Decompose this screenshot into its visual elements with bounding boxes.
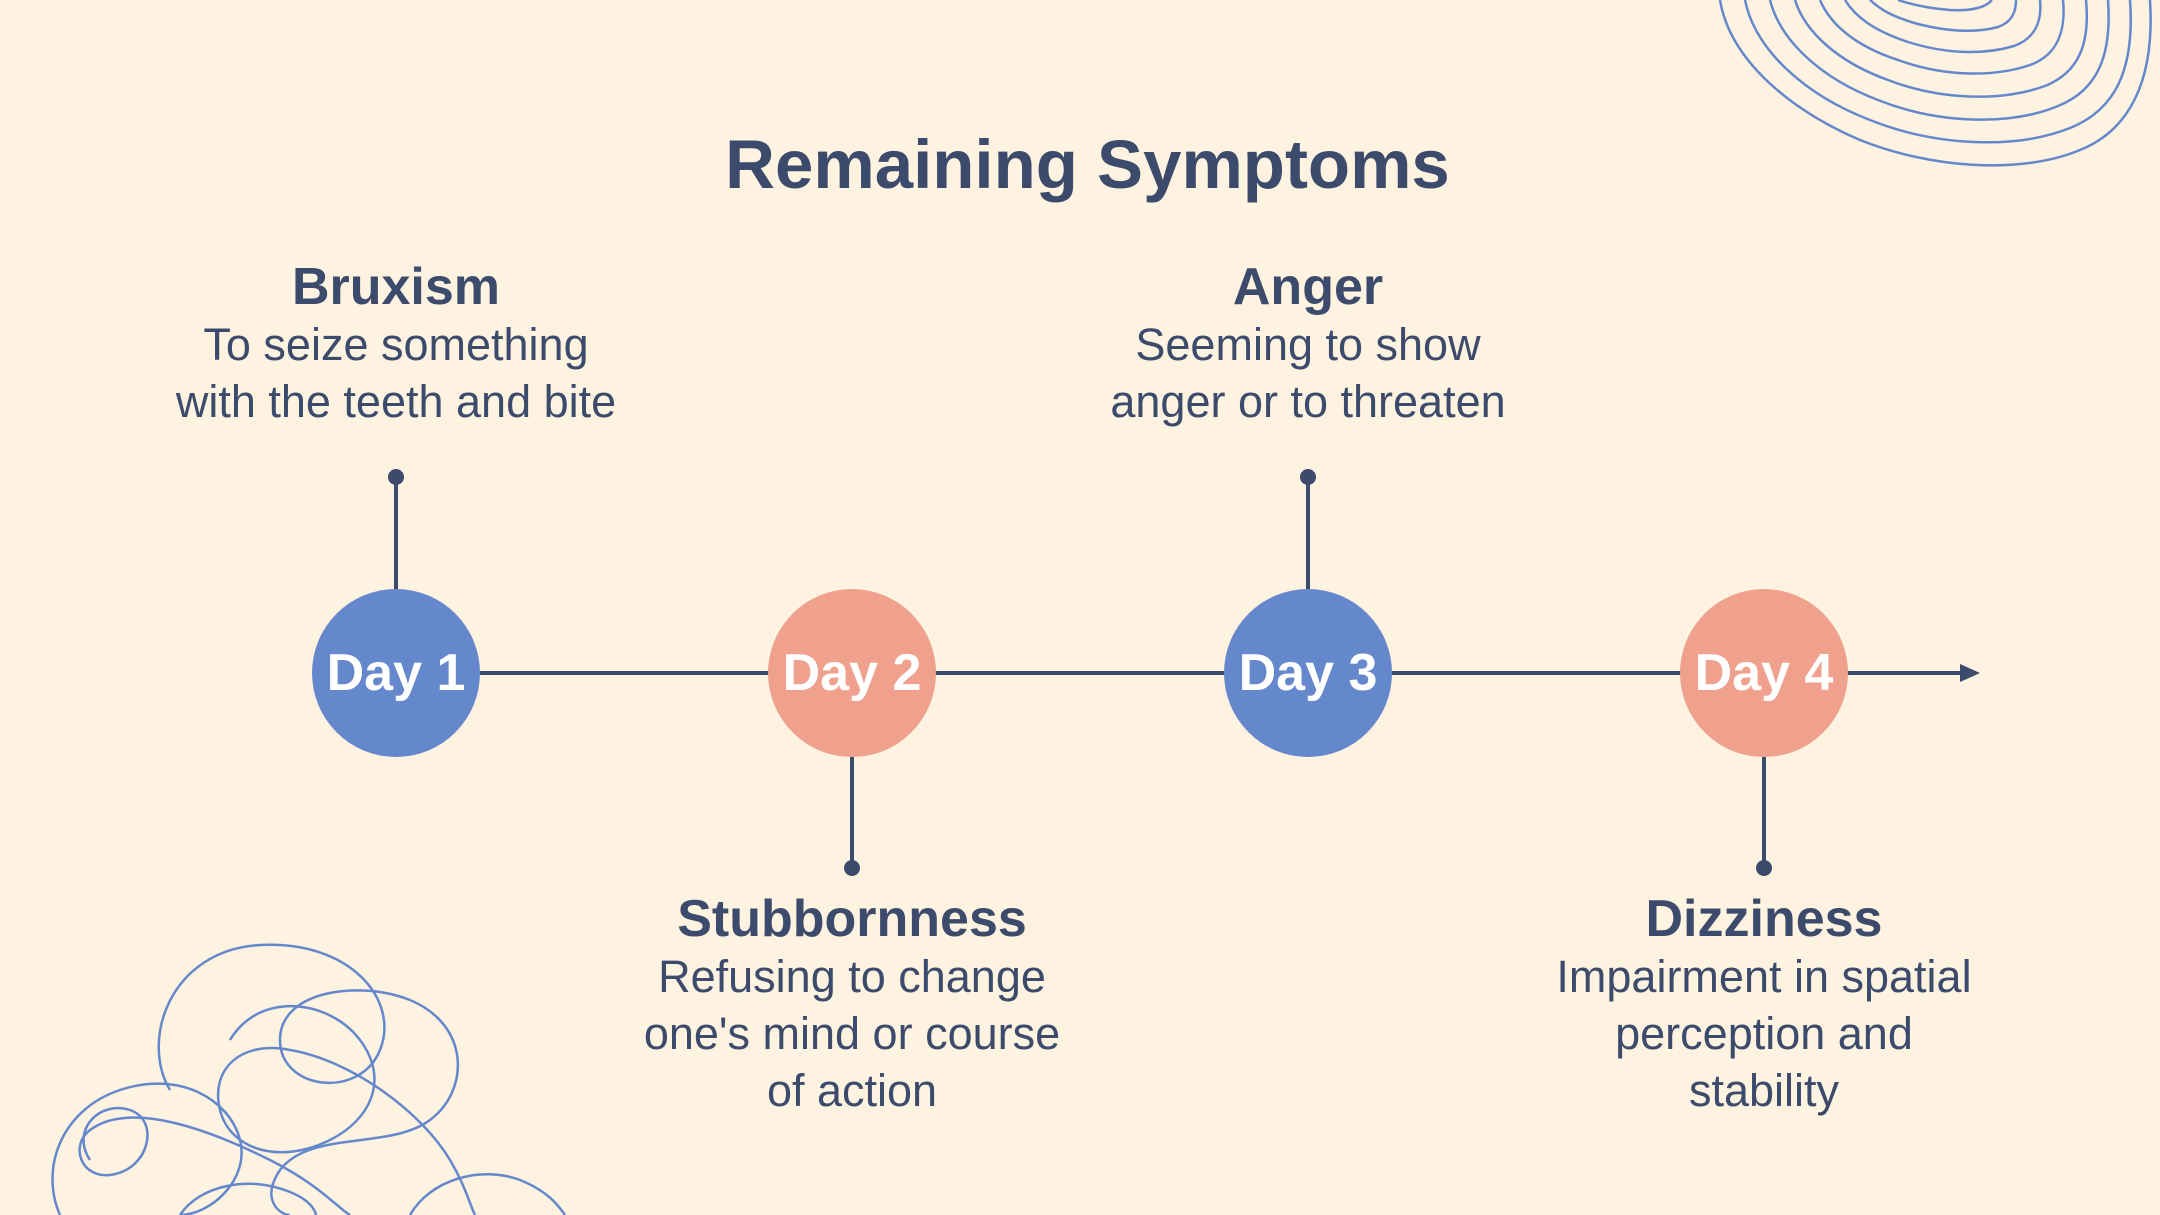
day-label: Day 2 <box>782 644 922 702</box>
timeline-arrowhead <box>1960 664 1980 682</box>
event-description: Impairment in spatial perception and sta… <box>1556 951 1972 1116</box>
connector-dot <box>1300 469 1316 485</box>
event-description: Refusing to change one's mind or course … <box>643 951 1061 1116</box>
scribble-decoration <box>51 943 567 1215</box>
event-description: To seize something with the teeth and bi… <box>175 319 617 427</box>
day-label: Day 4 <box>1694 644 1834 702</box>
day-circle <box>312 589 480 757</box>
connector-dot <box>1756 860 1772 876</box>
day-label: Day 1 <box>326 644 466 702</box>
event-title: Anger <box>1232 258 1384 316</box>
contour-decoration <box>1718 0 2152 167</box>
day-circle <box>1680 589 1848 757</box>
event-description: Seeming to show anger or to threaten <box>1110 319 1506 427</box>
event-title: Stubbornness <box>677 890 1027 948</box>
event-title: Dizziness <box>1645 890 1883 948</box>
event-title: Bruxism <box>291 258 501 316</box>
connector-dot <box>388 469 404 485</box>
day-circle <box>768 589 936 757</box>
connector-dot <box>844 860 860 876</box>
page-title: Remaining Symptoms <box>725 126 1450 203</box>
day-circle <box>1224 589 1392 757</box>
day-label: Day 3 <box>1238 644 1378 702</box>
